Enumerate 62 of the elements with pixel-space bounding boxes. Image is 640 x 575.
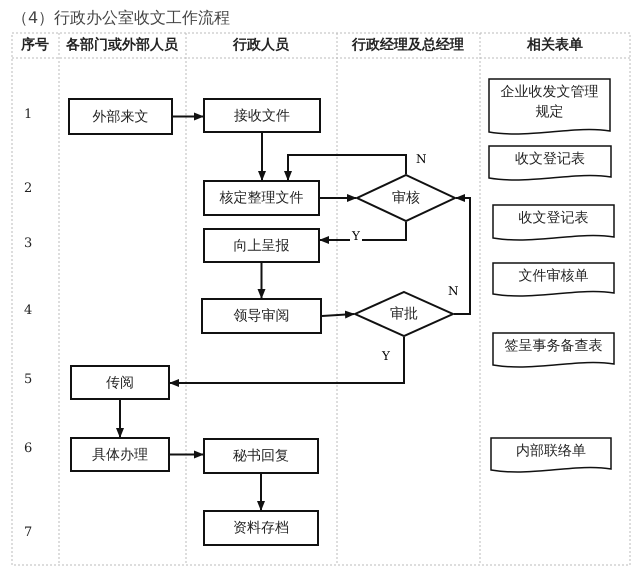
process-box — [201, 298, 322, 334]
process-box — [68, 98, 173, 135]
edge-label: N — [414, 152, 428, 166]
document-shape — [488, 78, 611, 137]
node-text: 文件审核单 — [518, 267, 588, 286]
node-text: 具体办理 — [92, 446, 148, 464]
arrow — [284, 154, 407, 181]
row-number: 4 — [24, 303, 32, 318]
node-text: 内部联络单 — [516, 442, 586, 461]
document-shape — [492, 204, 615, 243]
document-shape — [492, 262, 615, 299]
edge-label: N — [446, 284, 460, 298]
row-number: 3 — [24, 236, 32, 251]
process-box — [70, 437, 170, 472]
edge-label: Y — [380, 349, 392, 363]
column-header: 行政人员 — [233, 36, 289, 54]
node-text: 签呈事务备查表 — [504, 337, 602, 356]
document-shape — [490, 437, 612, 475]
decision-diamond — [356, 174, 456, 222]
row-number: 2 — [24, 181, 32, 196]
node-text: 领导审阅 — [234, 307, 290, 326]
node-text: 传阅 — [106, 374, 134, 392]
node-text: 核定整理文件 — [220, 189, 304, 208]
node-text: 审批 — [390, 305, 418, 324]
arrow — [322, 310, 355, 319]
process-box — [203, 228, 320, 263]
node-text: 向上呈报 — [234, 236, 290, 256]
arrow — [257, 474, 265, 511]
row-number: 5 — [24, 372, 32, 387]
arrow — [320, 194, 357, 202]
arrow — [116, 400, 124, 438]
node-text: 收文登记表 — [518, 209, 588, 228]
arrow — [170, 450, 204, 458]
node-text: 秘书回复 — [233, 447, 289, 466]
document-shape — [488, 145, 612, 183]
arrow — [169, 337, 405, 387]
process-box — [203, 438, 319, 474]
edge-label: Y — [350, 229, 362, 243]
row-number: 7 — [24, 525, 32, 540]
arrow — [258, 133, 266, 181]
process-box — [203, 98, 321, 133]
diagram-title: （4）行政办公室收文工作流程 — [12, 8, 230, 29]
node-text: 接收文件 — [234, 106, 290, 126]
column-header: 行政经理及总经理 — [352, 36, 464, 54]
process-box — [203, 510, 319, 546]
node-text: 审核 — [392, 189, 420, 208]
process-box — [70, 365, 170, 400]
arrow — [258, 263, 266, 299]
column-header: 序号 — [21, 36, 49, 54]
arrow — [173, 112, 204, 120]
node-text: 资料存档 — [233, 519, 289, 538]
column-header: 相关表单 — [527, 36, 583, 54]
node-text: 外部来文 — [92, 108, 148, 126]
arrow — [319, 222, 407, 244]
column-header: 各部门或外部人员 — [66, 36, 178, 54]
row-number: 1 — [24, 107, 32, 122]
node-text: 收文登记表 — [515, 150, 585, 169]
process-box — [203, 180, 320, 216]
node-text: 企业收发文管理规定 — [500, 83, 599, 122]
document-shape — [492, 332, 615, 370]
arrow — [454, 194, 471, 315]
row-number: 6 — [24, 441, 32, 456]
